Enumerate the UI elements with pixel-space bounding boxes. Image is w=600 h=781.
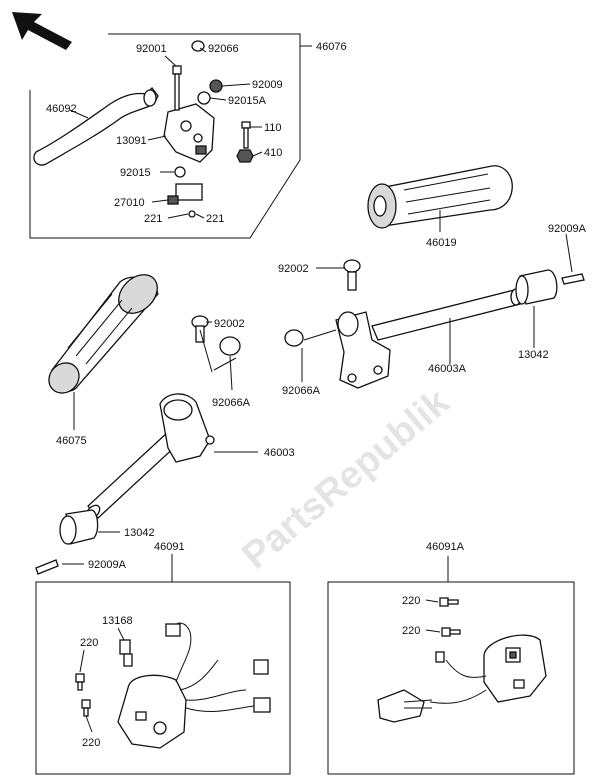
left-leaders	[62, 321, 258, 565]
label-221-left: 221	[144, 213, 162, 225]
label-92066a-right: 92066A	[282, 385, 321, 397]
label-92015a: 92015A	[228, 95, 267, 107]
mounting-bolt	[241, 121, 251, 149]
right-leaders	[301, 233, 573, 382]
connector-13168	[119, 639, 133, 667]
left-handlebar-switch	[117, 622, 271, 749]
right-handlebar-switch	[377, 634, 547, 723]
label-220-a: 220	[80, 637, 98, 649]
label-46075: 46075	[56, 435, 87, 447]
label-92002-left: 92002	[214, 318, 245, 330]
cap-right	[284, 329, 304, 347]
label-220-d: 220	[402, 625, 420, 637]
lever-assembly-box	[29, 33, 312, 239]
label-46091a: 46091A	[426, 541, 465, 553]
label-92066a-left: 92066A	[212, 397, 251, 409]
left-switch-box	[35, 554, 291, 775]
label-46003a: 46003A	[428, 363, 467, 375]
label-92009a-left: 92009A	[88, 559, 127, 571]
clutch-switch	[167, 183, 203, 218]
right-box-leaders	[425, 599, 441, 633]
pivot-bolt	[172, 65, 182, 111]
label-46092: 46092	[46, 103, 77, 115]
label-221-right: 221	[206, 213, 224, 225]
lever-box-leaders	[69, 47, 263, 219]
label-13042-left: 13042	[124, 527, 155, 539]
label-46076: 46076	[316, 41, 347, 53]
label-27010: 27010	[114, 197, 145, 209]
label-46003: 46003	[264, 447, 295, 459]
label-46019: 46019	[426, 237, 457, 249]
bar-end-screw-right	[561, 273, 585, 285]
watermark: PartsRepublik	[235, 381, 458, 578]
label-13168: 13168	[102, 615, 133, 627]
label-46091: 46091	[154, 541, 185, 553]
lever-holder	[163, 103, 215, 163]
label-220-b: 220	[82, 737, 100, 749]
adjuster-screw	[209, 79, 223, 93]
collar-92015a	[197, 91, 211, 105]
label-92066-top: 92066	[208, 43, 239, 55]
right-handlebar	[335, 288, 522, 389]
screws-220-right	[439, 597, 461, 637]
label-13091: 13091	[116, 135, 147, 147]
left-grip	[48, 274, 159, 430]
screws-220-left	[75, 673, 91, 717]
label-92001: 92001	[136, 43, 167, 55]
label-92015: 92015	[120, 167, 151, 179]
nut	[236, 149, 254, 163]
label-92009-top: 92009	[252, 79, 283, 91]
right-grip	[367, 165, 513, 232]
clutch-lever	[33, 87, 159, 166]
collar-92015	[174, 166, 186, 178]
left-handlebar	[85, 393, 215, 520]
part-labels: 92001 92066 46076 92009 92015A 46092 130…	[46, 41, 587, 749]
label-410: 410	[264, 147, 282, 159]
bar-end-weight-left	[59, 509, 99, 545]
front-direction-arrow	[12, 12, 72, 50]
cap-left	[219, 336, 241, 356]
label-110: 110	[264, 122, 282, 134]
left-box-leaders	[79, 627, 125, 733]
bar-end-weight-right	[515, 269, 558, 305]
label-13042-right: 13042	[518, 349, 549, 361]
label-92002-right: 92002	[278, 263, 309, 275]
label-220-c: 220	[402, 595, 420, 607]
clamp-bolt-left	[191, 315, 209, 343]
right-switch-box	[327, 556, 575, 775]
clamp-bolt-right	[343, 259, 361, 291]
bar-end-screw-left	[35, 559, 59, 575]
label-92009a-right: 92009A	[548, 223, 587, 235]
